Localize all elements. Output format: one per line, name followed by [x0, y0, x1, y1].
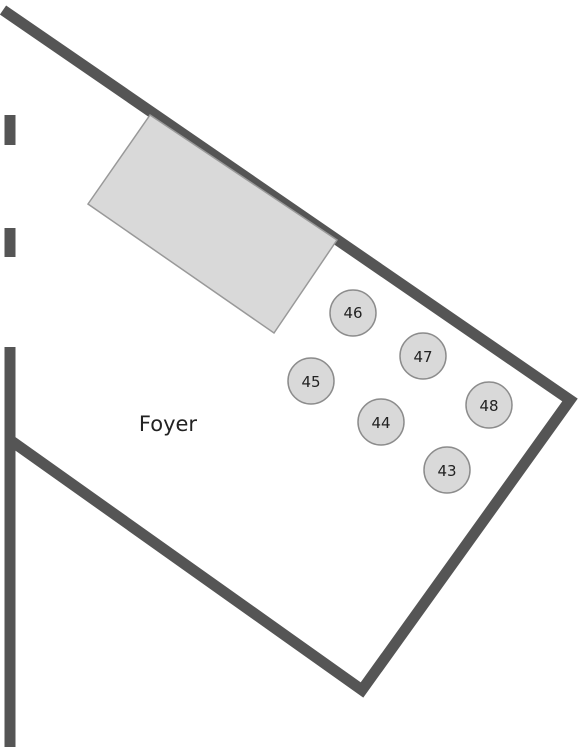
seat-43-circle — [423, 446, 471, 494]
upper-wall — [0, 5, 578, 698]
rectangular-table — [86, 113, 339, 335]
seat-47-label: 47 — [413, 348, 432, 366]
seat-44[interactable]: 44 — [357, 398, 405, 446]
seat-45-label: 45 — [301, 373, 320, 391]
seat-46[interactable]: 46 — [329, 289, 377, 337]
seat-46-label: 46 — [343, 304, 362, 322]
seat-48[interactable]: 48 — [465, 381, 513, 429]
seat-47-circle — [399, 332, 447, 380]
seat-47[interactable]: 47 — [399, 332, 447, 380]
seat-44-circle — [357, 398, 405, 446]
seat-44-label: 44 — [371, 414, 390, 432]
seat-46-circle — [329, 289, 377, 337]
seat-48-circle — [465, 381, 513, 429]
room-label: Foyer — [139, 412, 198, 436]
seat-48-label: 48 — [479, 397, 498, 415]
seat-43-label: 43 — [437, 462, 456, 480]
seat-45-circle — [287, 357, 335, 405]
seat-45[interactable]: 45 — [287, 357, 335, 405]
seat-43[interactable]: 43 — [423, 446, 471, 494]
